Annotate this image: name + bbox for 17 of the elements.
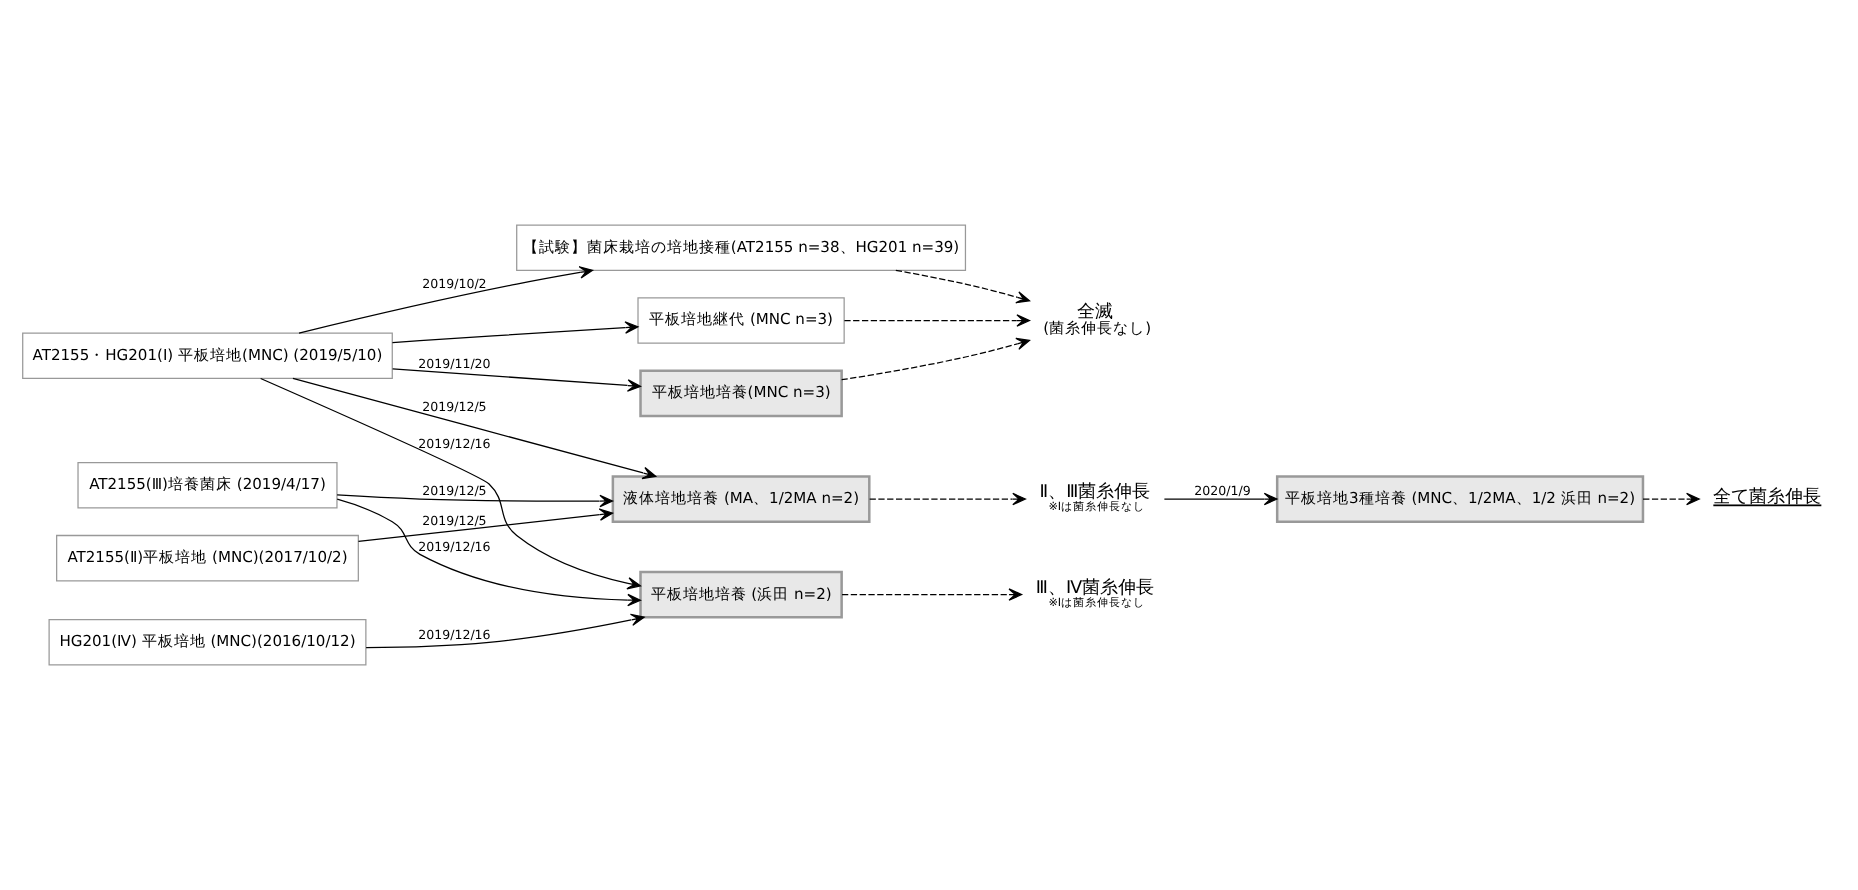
arrow [869,492,1027,506]
arrow [391,321,639,344]
arrow [292,377,657,480]
arrow [1642,492,1700,506]
arrow [1163,492,1278,506]
arrow [336,498,642,607]
arrow [843,314,1031,327]
arrow [260,377,641,590]
arrow [365,613,645,649]
arrow [357,508,614,543]
arrow [895,269,1031,304]
arrow [336,494,614,508]
node-text: 全て菌糸伸長 [1713,488,1822,509]
arrow [298,266,594,334]
arrow [841,337,1031,381]
arrow [841,588,1023,601]
arrow [392,368,641,392]
